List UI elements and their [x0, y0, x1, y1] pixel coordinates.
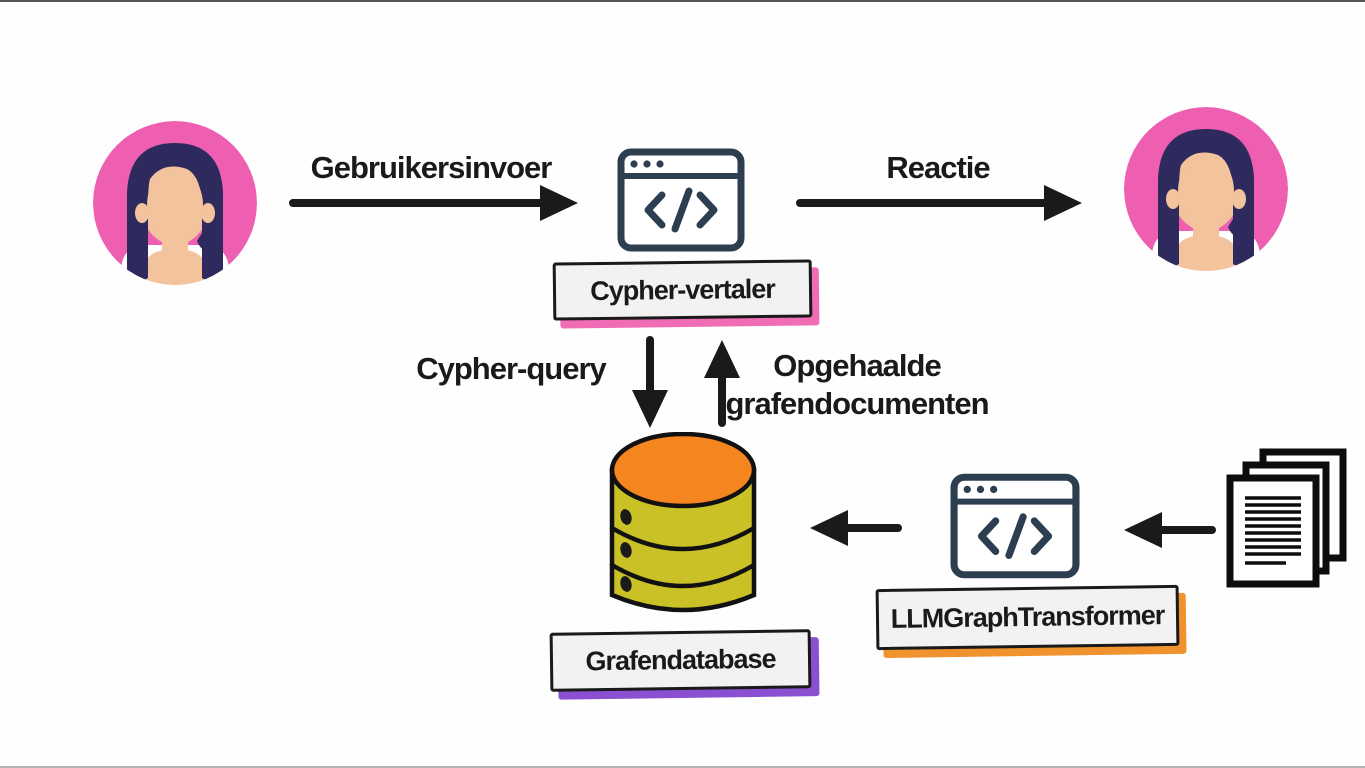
- database-cylinder-icon: [609, 432, 757, 613]
- node-box-cypher-vertaler: Cypher-vertaler: [552, 259, 813, 321]
- label-gebruikersinvoer: Gebruikersinvoer: [310, 150, 553, 185]
- arrow-cypher-query-down: [632, 336, 668, 428]
- arrow-response: [796, 185, 1082, 221]
- frame-edge-bottom: [0, 766, 1365, 768]
- label-retrieved-line1: Opgehaalde: [773, 348, 941, 383]
- document-stack-icon: [1226, 448, 1347, 588]
- arrow-transformer-to-database: [810, 510, 902, 546]
- arrow-retrieved-docs-up: [704, 340, 740, 427]
- arrow-documents-to-transformer: [1124, 512, 1216, 548]
- label-retrieved-graph-documents: Opgehaalde grafendocumenten: [725, 347, 989, 423]
- label-retrieved-line2: grafendocumenten: [725, 386, 989, 421]
- label-cypher-query: Cypher-query: [416, 351, 607, 386]
- arrow-user-input: [289, 185, 578, 221]
- node-box-grafendatabase: Grafendatabase: [549, 629, 812, 692]
- node-box-llmgraphtransformer: LLMGraphTransformer: [875, 584, 1180, 651]
- frame-edge-top: [0, 0, 1365, 2]
- label-reactie: Reactie: [886, 150, 990, 185]
